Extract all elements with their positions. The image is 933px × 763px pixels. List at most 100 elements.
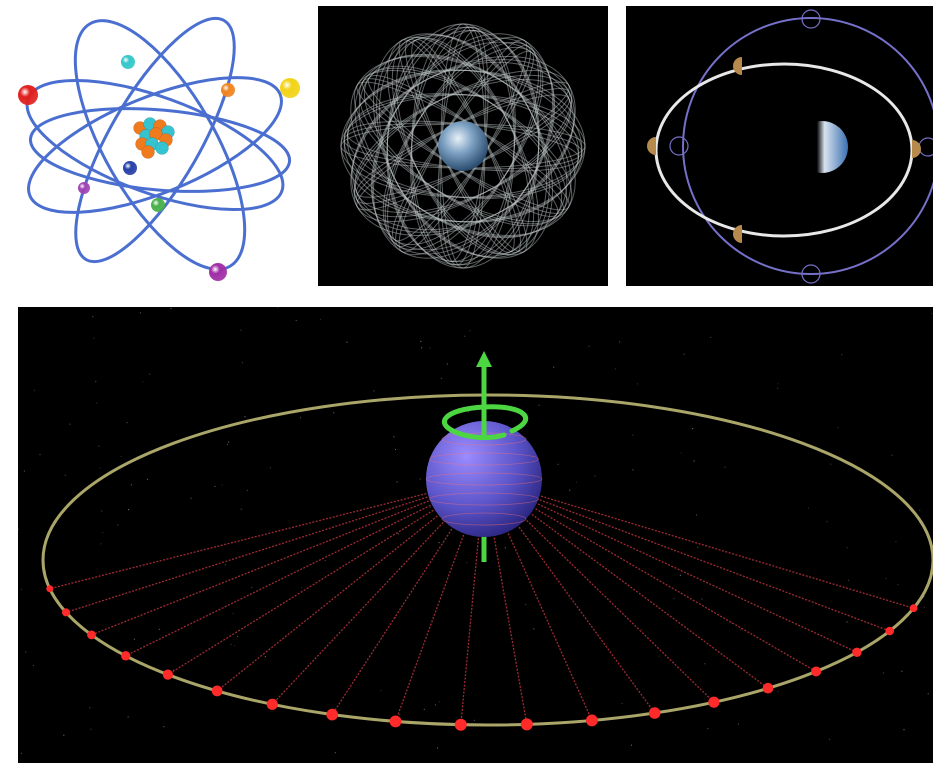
nucleus-particle bbox=[141, 145, 155, 159]
star bbox=[92, 316, 94, 318]
star bbox=[89, 707, 91, 709]
ring-dot bbox=[326, 708, 339, 721]
star bbox=[594, 475, 596, 477]
star bbox=[90, 728, 92, 730]
ring-dot bbox=[811, 666, 822, 677]
star bbox=[812, 604, 814, 606]
star bbox=[420, 340, 422, 342]
star bbox=[63, 734, 65, 736]
star bbox=[101, 510, 103, 512]
star bbox=[234, 645, 236, 647]
electron bbox=[78, 182, 90, 194]
star bbox=[538, 404, 540, 406]
star bbox=[39, 454, 41, 456]
atom-model-figure bbox=[18, 16, 300, 281]
star bbox=[807, 507, 810, 509]
sphere-latitude bbox=[441, 512, 527, 526]
star bbox=[20, 752, 22, 754]
star bbox=[142, 381, 144, 383]
axis-arrowhead-icon bbox=[476, 351, 492, 367]
star bbox=[34, 389, 36, 391]
star bbox=[841, 354, 843, 356]
rotation-ring-panel bbox=[18, 307, 933, 763]
satellite-orbits-panel bbox=[318, 6, 608, 286]
star bbox=[373, 390, 375, 392]
position-marker bbox=[918, 137, 933, 157]
star bbox=[127, 509, 130, 511]
rotating-sphere bbox=[426, 421, 542, 537]
ring-dot bbox=[266, 698, 278, 710]
star bbox=[396, 481, 398, 483]
electron bbox=[280, 78, 300, 98]
spoke-line bbox=[65, 478, 485, 614]
sphere-latitude bbox=[425, 472, 543, 486]
satellite-orbit-path bbox=[354, 79, 572, 213]
star bbox=[695, 514, 698, 516]
star bbox=[149, 373, 151, 375]
spoke-line bbox=[483, 478, 769, 689]
sphere-latitude bbox=[429, 452, 539, 466]
rotation-ring-figure bbox=[18, 307, 933, 754]
position-marker bbox=[669, 136, 689, 156]
position-marker bbox=[801, 264, 821, 284]
star bbox=[224, 564, 226, 566]
satellite-orbit-path bbox=[382, 46, 544, 246]
moon-orbit-panel bbox=[626, 6, 933, 286]
star bbox=[828, 738, 831, 740]
earth-globe-icon bbox=[796, 121, 848, 173]
star bbox=[697, 546, 699, 548]
star bbox=[240, 508, 242, 510]
ring-dot bbox=[87, 630, 96, 640]
spoke-line bbox=[483, 478, 656, 714]
star bbox=[64, 474, 66, 476]
satellite-orbit-path bbox=[410, 30, 516, 262]
ring-dot bbox=[909, 604, 918, 613]
star bbox=[334, 752, 336, 754]
star bbox=[847, 579, 850, 581]
orbit-ellipse bbox=[74, 16, 236, 264]
star bbox=[99, 467, 101, 469]
star bbox=[525, 603, 527, 606]
ring-dot bbox=[586, 714, 598, 727]
star bbox=[530, 528, 532, 530]
ring-ellipse bbox=[41, 393, 933, 727]
star bbox=[158, 628, 160, 630]
star bbox=[240, 329, 242, 331]
electron bbox=[209, 263, 227, 281]
spoke-line bbox=[125, 478, 485, 657]
star bbox=[641, 628, 643, 631]
star bbox=[333, 412, 335, 414]
spoke-line bbox=[483, 478, 858, 653]
spoke-line bbox=[483, 478, 817, 673]
star bbox=[241, 362, 244, 364]
star bbox=[575, 481, 577, 483]
ring-dot bbox=[648, 707, 661, 719]
ring-dot bbox=[211, 685, 223, 697]
star bbox=[569, 489, 571, 491]
electron bbox=[18, 85, 38, 105]
spoke-line bbox=[271, 478, 485, 705]
star bbox=[93, 337, 95, 339]
star bbox=[707, 728, 709, 730]
star bbox=[846, 621, 848, 623]
satellite-orbit-path bbox=[378, 35, 548, 257]
spoke-line bbox=[483, 478, 528, 725]
star bbox=[891, 454, 893, 456]
satellite-orbit-path bbox=[354, 54, 572, 238]
atom-model-panel bbox=[0, 0, 310, 290]
ring-dot bbox=[520, 718, 533, 731]
star bbox=[226, 443, 228, 446]
star bbox=[679, 574, 682, 576]
star bbox=[692, 428, 694, 430]
satellite-orbit-path bbox=[351, 59, 575, 233]
star bbox=[438, 701, 440, 703]
star bbox=[163, 726, 165, 728]
star bbox=[346, 341, 348, 343]
satellite-orbit-path bbox=[353, 70, 573, 222]
star bbox=[901, 670, 903, 672]
star bbox=[399, 714, 401, 716]
star bbox=[436, 747, 439, 749]
star bbox=[380, 689, 382, 692]
moon-phase-icon bbox=[733, 225, 742, 243]
star bbox=[673, 597, 675, 600]
